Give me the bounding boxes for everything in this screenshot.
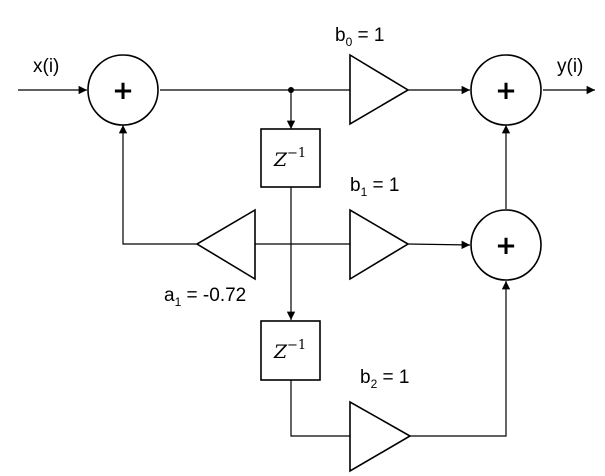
b2-to-adder-wire bbox=[410, 281, 511, 437]
b1-label: b1 = 1 bbox=[350, 175, 400, 199]
output-adder-plus: + bbox=[495, 76, 517, 106]
output-adder: + bbox=[470, 54, 542, 126]
wires bbox=[18, 85, 595, 437]
gain-a1 bbox=[195, 208, 256, 281]
b1-to-adder-wire bbox=[407, 240, 471, 250]
input-adder-plus: + bbox=[112, 76, 134, 106]
feedforward-adder: + bbox=[470, 209, 542, 281]
b2-label: b2 = 1 bbox=[360, 367, 410, 391]
input-label: x(i) bbox=[33, 56, 59, 77]
a1-label: a1 = -0.72 bbox=[164, 285, 246, 309]
delay-block-1: Z−1 bbox=[260, 128, 321, 188]
b0-label: b0 = 1 bbox=[335, 25, 385, 49]
delay2-to-b2-wire bbox=[290, 380, 350, 437]
delay-block-2: Z−1 bbox=[260, 320, 321, 381]
gain-b2 bbox=[349, 400, 412, 473]
feedforward-adder-plus: + bbox=[495, 231, 517, 261]
branch-node bbox=[288, 87, 294, 93]
output-label: y(i) bbox=[557, 56, 583, 77]
gain-b1 bbox=[349, 208, 410, 281]
input-adder: + bbox=[87, 54, 159, 126]
delay-1-label: Z−1 bbox=[273, 146, 306, 171]
delay-2-label: Z−1 bbox=[273, 338, 306, 363]
gain-b0 bbox=[349, 53, 410, 126]
feedback-return-wire bbox=[118, 125, 197, 245]
